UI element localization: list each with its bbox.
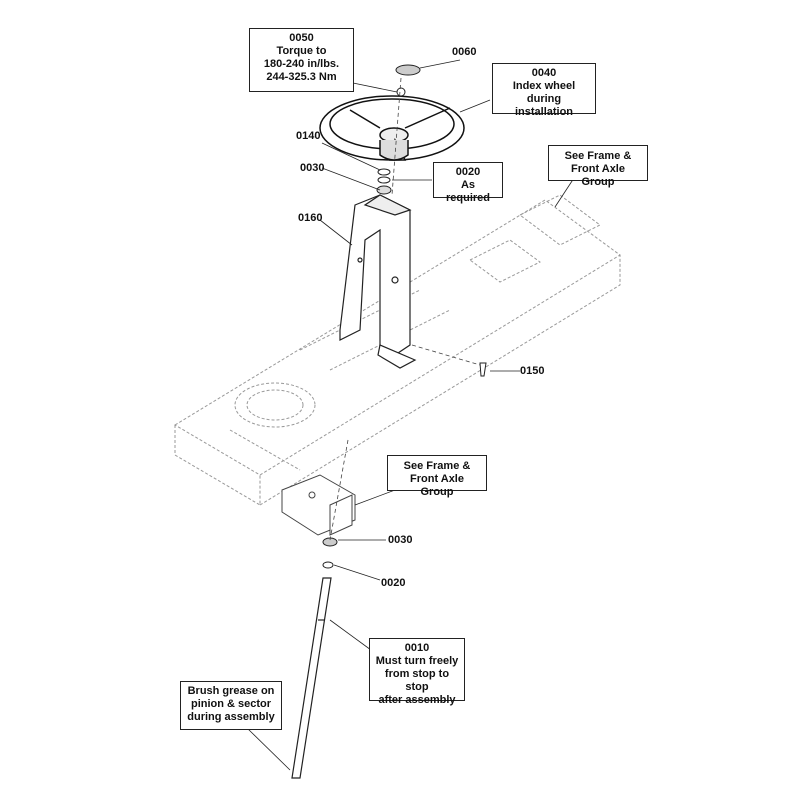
callout-0010: 0010 Must turn freely from stop to stop …	[369, 638, 465, 706]
callout-part-number: 0050	[289, 32, 314, 44]
steering-wheel	[319, 95, 465, 161]
callout-part-number: 0020	[455, 166, 481, 178]
label-0030-bottom: 0030	[388, 534, 413, 546]
column-support	[339, 194, 417, 369]
frame-outline	[174, 194, 621, 506]
callout-0040: 0040 Index wheel during installation	[492, 63, 596, 118]
callout-see-frame-top: See Frame & Front Axle Group	[548, 145, 648, 188]
lower-bracket	[281, 474, 356, 536]
callout-brush-grease: Brush grease on pinion & sector during a…	[180, 681, 282, 730]
small-parts	[322, 64, 487, 569]
label-0140: 0140	[296, 130, 321, 142]
label-0150: 0150	[520, 365, 545, 377]
callout-part-number: 0040	[531, 67, 557, 79]
callout-see-frame-bottom: See Frame & Front Axle Group	[387, 455, 487, 498]
label-0030-top: 0030	[300, 162, 325, 174]
callout-0020-top: 0020 As required	[433, 162, 503, 204]
callout-0050: 0050 Torque to 180-240 in/lbs. 244-325.3…	[249, 28, 354, 92]
callout-part-number: 0010	[404, 642, 430, 654]
label-0020-bottom: 0020	[381, 577, 406, 589]
label-0060: 0060	[452, 46, 477, 58]
steering-shaft	[291, 577, 332, 779]
label-0160: 0160	[298, 212, 323, 224]
